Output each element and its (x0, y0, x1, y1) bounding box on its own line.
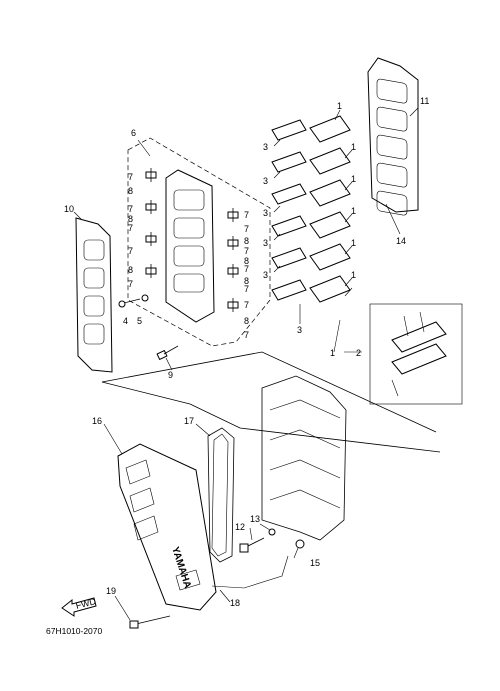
seal-17 (207, 427, 235, 563)
fitting-left-2 (145, 200, 157, 214)
manifold-body (165, 169, 215, 323)
fitting-right-2 (227, 236, 239, 250)
bolts-upper-left (118, 294, 179, 361)
callout-14: 14 (396, 236, 406, 246)
callout-3c: 3 (263, 208, 268, 218)
callout-7j: 7 (244, 284, 249, 294)
fitting-right-3 (227, 264, 239, 278)
callout-18: 18 (230, 598, 240, 608)
mounting-plane-outline (101, 351, 437, 433)
intake-silencer-cover: YAMAHA (117, 443, 217, 611)
callout-3e: 3 (263, 270, 268, 280)
callout-3a: 3 (263, 142, 268, 152)
callout-6: 6 (131, 128, 136, 138)
callout-7l: 7 (244, 330, 249, 340)
callout-1e: 1 (351, 238, 356, 248)
callout-labels: 1 1 1 1 1 1 1 2 3 3 3 3 3 3 4 5 6 7 7 7 … (64, 96, 429, 608)
fitting-left-4 (145, 264, 157, 278)
callout-16: 16 (92, 416, 102, 426)
callout-1f: 1 (351, 270, 356, 280)
callout-1d: 1 (351, 206, 356, 216)
fitting-right-1 (227, 208, 239, 222)
callout-7h: 7 (244, 246, 249, 256)
callout-1b: 1 (351, 142, 356, 152)
callout-8c: 8 (128, 265, 133, 275)
callout-7b: 7 (128, 204, 133, 214)
callout-2: 2 (356, 348, 361, 358)
callout-10: 10 (64, 204, 74, 214)
callout-8b: 8 (128, 214, 133, 224)
callout-1g: 1 (330, 348, 335, 358)
callout-13: 13 (250, 514, 260, 524)
callout-15: 15 (310, 558, 320, 568)
callout-8a: 8 (128, 186, 133, 196)
fitting-right-4 (227, 298, 239, 312)
drawing-code: 67H1010-2070 (46, 626, 103, 636)
callout-5: 5 (137, 316, 142, 326)
callout-8e: 8 (244, 256, 249, 266)
callout-7c: 7 (128, 223, 133, 233)
gasket-11 (367, 57, 419, 216)
callout-7i: 7 (244, 264, 249, 274)
callout-3d: 3 (263, 238, 268, 248)
callout-8g: 8 (244, 316, 249, 326)
fittings (145, 168, 239, 312)
callout-11: 11 (420, 96, 429, 106)
fitting-left-1 (145, 168, 157, 182)
callout-12: 12 (235, 522, 245, 532)
callout-1c: 1 (351, 174, 356, 184)
gasket-10 (75, 217, 113, 373)
callout-7e: 7 (128, 279, 133, 289)
crankcase-body (189, 375, 441, 541)
fwd-arrow: FWD (61, 596, 98, 617)
callout-7g: 7 (244, 224, 249, 234)
fasteners-lower (129, 528, 305, 629)
fitting-left-3 (145, 232, 157, 246)
callout-19: 19 (106, 586, 116, 596)
callout-8d: 8 (244, 236, 249, 246)
callout-17: 17 (184, 416, 194, 426)
callout-7a: 7 (128, 172, 133, 182)
callout-9: 9 (168, 370, 173, 380)
callout-8f: 8 (244, 276, 249, 286)
callout-7d: 7 (128, 246, 133, 256)
leader-lines (73, 107, 419, 621)
manifold-group-box (127, 137, 271, 347)
callout-4: 4 (123, 316, 128, 326)
callout-3f: 3 (297, 325, 302, 335)
reed-valve-stack (271, 115, 351, 303)
callout-7k: 7 (244, 300, 249, 310)
callout-7f: 7 (244, 210, 249, 220)
callout-1a: 1 (337, 101, 342, 111)
callout-3b: 3 (263, 176, 268, 186)
reed-valve-detail-inset (369, 303, 463, 405)
fwd-label: FWD (75, 596, 98, 611)
